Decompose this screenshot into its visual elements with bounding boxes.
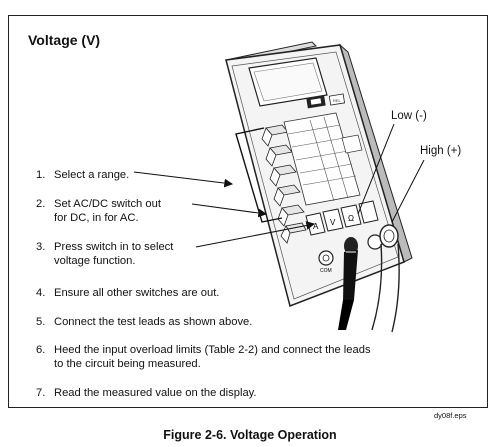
function-buttons: A V Ω <box>305 200 379 236</box>
step-5: 5. Connect the test leads as shown above. <box>36 315 252 329</box>
arrow-step-1 <box>133 171 234 188</box>
step-text: Heed the input overload limits (Table 2-… <box>54 344 371 356</box>
step-text: Read the measured value on the display. <box>54 387 257 399</box>
step-number: 2. <box>36 198 46 210</box>
step-7: 7. Read the measured value on the display… <box>36 386 257 400</box>
step-number: 4. <box>36 287 46 299</box>
low-lead-label: Low (-) <box>391 110 427 122</box>
step-number: 7. <box>36 387 46 399</box>
rel-button <box>328 93 345 106</box>
step-4: 4. Ensure all other switches are out. <box>36 286 219 300</box>
com-label: COM <box>320 268 332 274</box>
ohm-button-label: Ω <box>348 214 354 223</box>
range-table <box>283 112 361 206</box>
figure-caption: Figure 2-6. Voltage Operation <box>163 428 337 442</box>
arrow-step-3 <box>195 221 316 248</box>
step-6: 6. Heed the input overload limits (Table … <box>36 343 371 371</box>
high-lead-label: High (+) <box>420 145 462 157</box>
step-number: 1. <box>36 169 46 181</box>
step-2: 2. Set AC/DC switch out for DC, in for AC… <box>36 197 161 225</box>
a-button-label: A <box>313 222 319 231</box>
step-text-continued: voltage function. <box>54 255 136 267</box>
file-tag: dy08f.eps <box>434 411 467 420</box>
high-test-lead <box>371 224 400 333</box>
step-text: Select a range. <box>54 169 130 181</box>
step-text: Set AC/DC switch out <box>54 198 161 210</box>
high-pointer <box>391 159 425 223</box>
arrow-step-2 <box>191 203 268 218</box>
step-text: Press switch in to select <box>54 241 174 253</box>
low-test-lead <box>338 237 358 330</box>
step-3: 3. Press switch in to select voltage func… <box>36 240 173 268</box>
range-switches <box>235 124 307 244</box>
step-text-continued: for DC, in for AC. <box>54 212 139 224</box>
step-text: Ensure all other switches are out. <box>54 287 220 299</box>
step-number: 5. <box>36 316 46 328</box>
v-button-label: V <box>330 218 336 227</box>
step-number: 6. <box>36 344 46 356</box>
step-text-continued: to the circuit being measured. <box>54 358 201 370</box>
low-pointer <box>357 123 395 215</box>
rel-label: REL <box>333 98 342 103</box>
step-number: 3. <box>36 241 46 253</box>
step-text: Connect the test leads as shown above. <box>54 316 253 328</box>
step-1: 1. Select a range. <box>36 168 129 182</box>
section-title: Voltage (V) <box>28 32 101 48</box>
input-jacks: COM <box>318 234 383 274</box>
figure-frame <box>8 15 488 408</box>
